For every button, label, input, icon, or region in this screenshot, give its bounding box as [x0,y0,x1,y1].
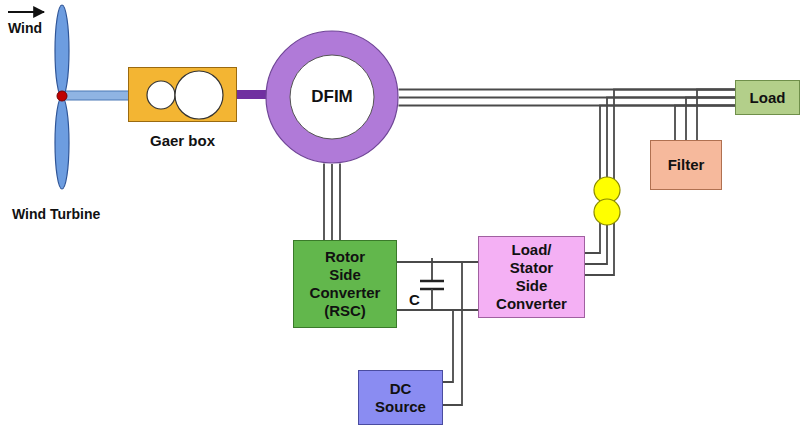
wire [443,310,478,382]
generator-circle: DFIM [265,30,399,164]
transformer-winding [594,199,620,225]
wire [675,106,735,141]
shaft-link [237,94,267,95]
source-box: DC Source [358,370,443,425]
gear-pair [129,68,236,121]
turbine-label: Wind Turbine [12,206,100,222]
text-block: Rotor Side Converter (RSC) [308,248,382,320]
capacitor-lead [431,289,433,310]
capacitor-symbol [420,258,444,310]
capacitor-label: C [409,291,420,308]
wire [323,164,325,240]
wire [331,164,333,240]
transformer-symbol [594,177,620,225]
wire [443,262,478,405]
filter-box: Filter [650,140,722,190]
capacitor-plate [420,280,444,283]
stator-ring [266,31,398,163]
wind-label: Wind [8,20,42,36]
text-block: Load [750,89,786,107]
wire [585,98,735,265]
power-line [585,90,735,276]
text-block: DC Source [371,380,431,416]
power-line [443,262,478,405]
turbine-hub [57,91,67,101]
power-line [397,262,478,310]
node-text: DFIM [311,87,353,107]
turbine-blade [55,97,69,189]
text-block: DFIM [311,87,353,107]
wire [585,90,735,276]
wire [697,90,735,141]
wire [237,90,267,99]
text-block: Load/ Stator Side Converter [495,241,569,313]
node-text: Load/ Stator Side Converter [495,241,569,313]
node-text: Rotor Side Converter (RSC) [308,248,382,320]
converter-box: Rotor Side Converter (RSC) [293,240,397,328]
capacitor-lead [431,258,433,281]
text-block: Filter [668,156,705,174]
node-text: Filter [668,156,705,174]
turbine-blade [55,5,69,97]
node-text: Load [750,89,786,107]
wire [686,98,735,141]
large-gear [175,71,223,119]
gearbox-box: Gaer box [128,67,237,122]
node-text: DC Source [371,380,431,416]
load-box: Load [735,80,800,115]
rotor-disc [290,55,374,139]
turbine-shaft [62,91,129,100]
converter-box: Load/ Stator Side Converter [478,236,585,318]
small-gear [147,81,175,109]
wire [339,164,341,240]
power-line [324,164,340,240]
part-label: Gaer box [109,132,256,149]
power-line [675,90,735,141]
wind-arrow [8,11,44,13]
